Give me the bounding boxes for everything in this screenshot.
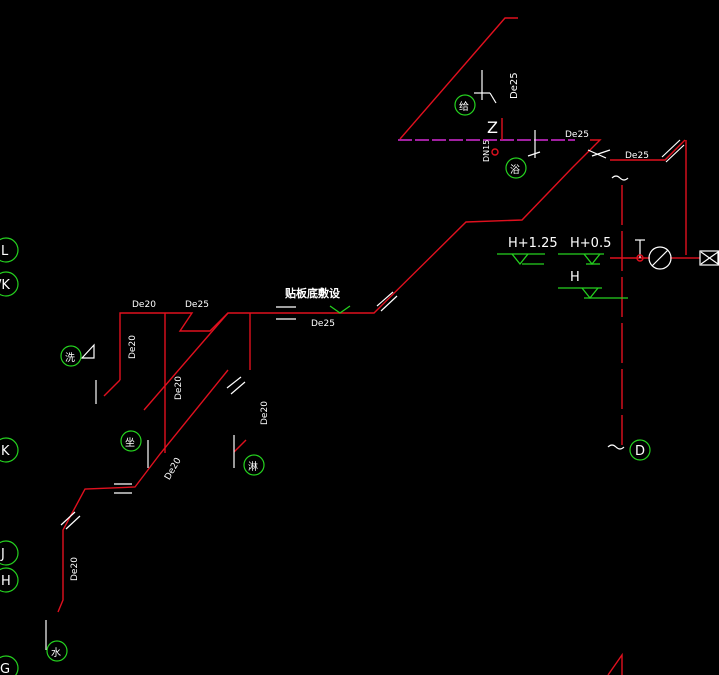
fixture-label-mid: 淋 <box>248 460 258 473</box>
pipe-label-de20-riser-right: De20 <box>260 401 270 425</box>
elevation-h-plus-1-25: H+1.25 <box>508 236 558 251</box>
pipe-label-de25-annotation: De25 <box>311 319 335 329</box>
fixture-label-mid-left: 坐 <box>125 437 135 449</box>
pipe-fittings <box>45 70 719 650</box>
axis-marker-d: D <box>635 444 645 459</box>
fixture-label-left: 洗 <box>65 352 75 364</box>
pipe-label-de25-mid: De25 <box>185 300 209 310</box>
pipe-label-dn15: DN15 <box>482 140 491 162</box>
axis-marker-k: K <box>1 444 10 459</box>
pipe-label-de20-diagonal: De20 <box>163 456 184 482</box>
elevation-h-plus-0-5: H+0.5 <box>570 236 611 251</box>
pipe-label-de25-top: De25 <box>509 72 520 99</box>
fixture-label-top: 给 <box>459 100 469 113</box>
valve-node-2 <box>636 254 644 262</box>
elevation-markers <box>329 253 628 314</box>
fixture-circle-bottom <box>46 640 68 662</box>
elevation-h: H <box>570 270 580 285</box>
valve-node-1 <box>491 148 499 156</box>
main-pipe-run <box>57 17 700 675</box>
mounting-annotation: 贴板底敷设 <box>284 286 341 300</box>
fixture-label-top-right: 浴 <box>510 164 520 176</box>
axis-marker-j: J <box>0 547 5 562</box>
pipe-label-de25-right: De25 <box>625 151 649 161</box>
pipe-label-de20-bottom: De20 <box>70 557 80 581</box>
pipe-label-de20-riser-mid: De20 <box>174 376 184 400</box>
fixture-circle-top <box>454 94 476 116</box>
axis-marker-g: G <box>0 662 10 675</box>
pipe-label-de20-upper: De20 <box>132 300 156 310</box>
axis-marker-h: H <box>1 574 11 589</box>
fixture-markers: 给 浴 洗 坐 淋 水 <box>46 94 527 662</box>
axis-marker-l: L <box>1 244 9 259</box>
pipe-label-de25-horizontal: De25 <box>565 130 589 140</box>
valve-symbol-z: Z <box>487 118 498 137</box>
fixture-circle-mid-left <box>120 430 142 452</box>
axis-marker-k-slash: /K <box>0 278 10 293</box>
fixture-circle-top-right <box>505 157 527 179</box>
pipe-label-de20-riser-left: De20 <box>128 335 138 359</box>
fixture-circle-left <box>60 345 82 367</box>
axis-markers: L /K K J H G D <box>0 237 651 675</box>
fixture-circle-mid <box>243 454 265 476</box>
fixture-label-bottom: 水 <box>51 647 61 659</box>
